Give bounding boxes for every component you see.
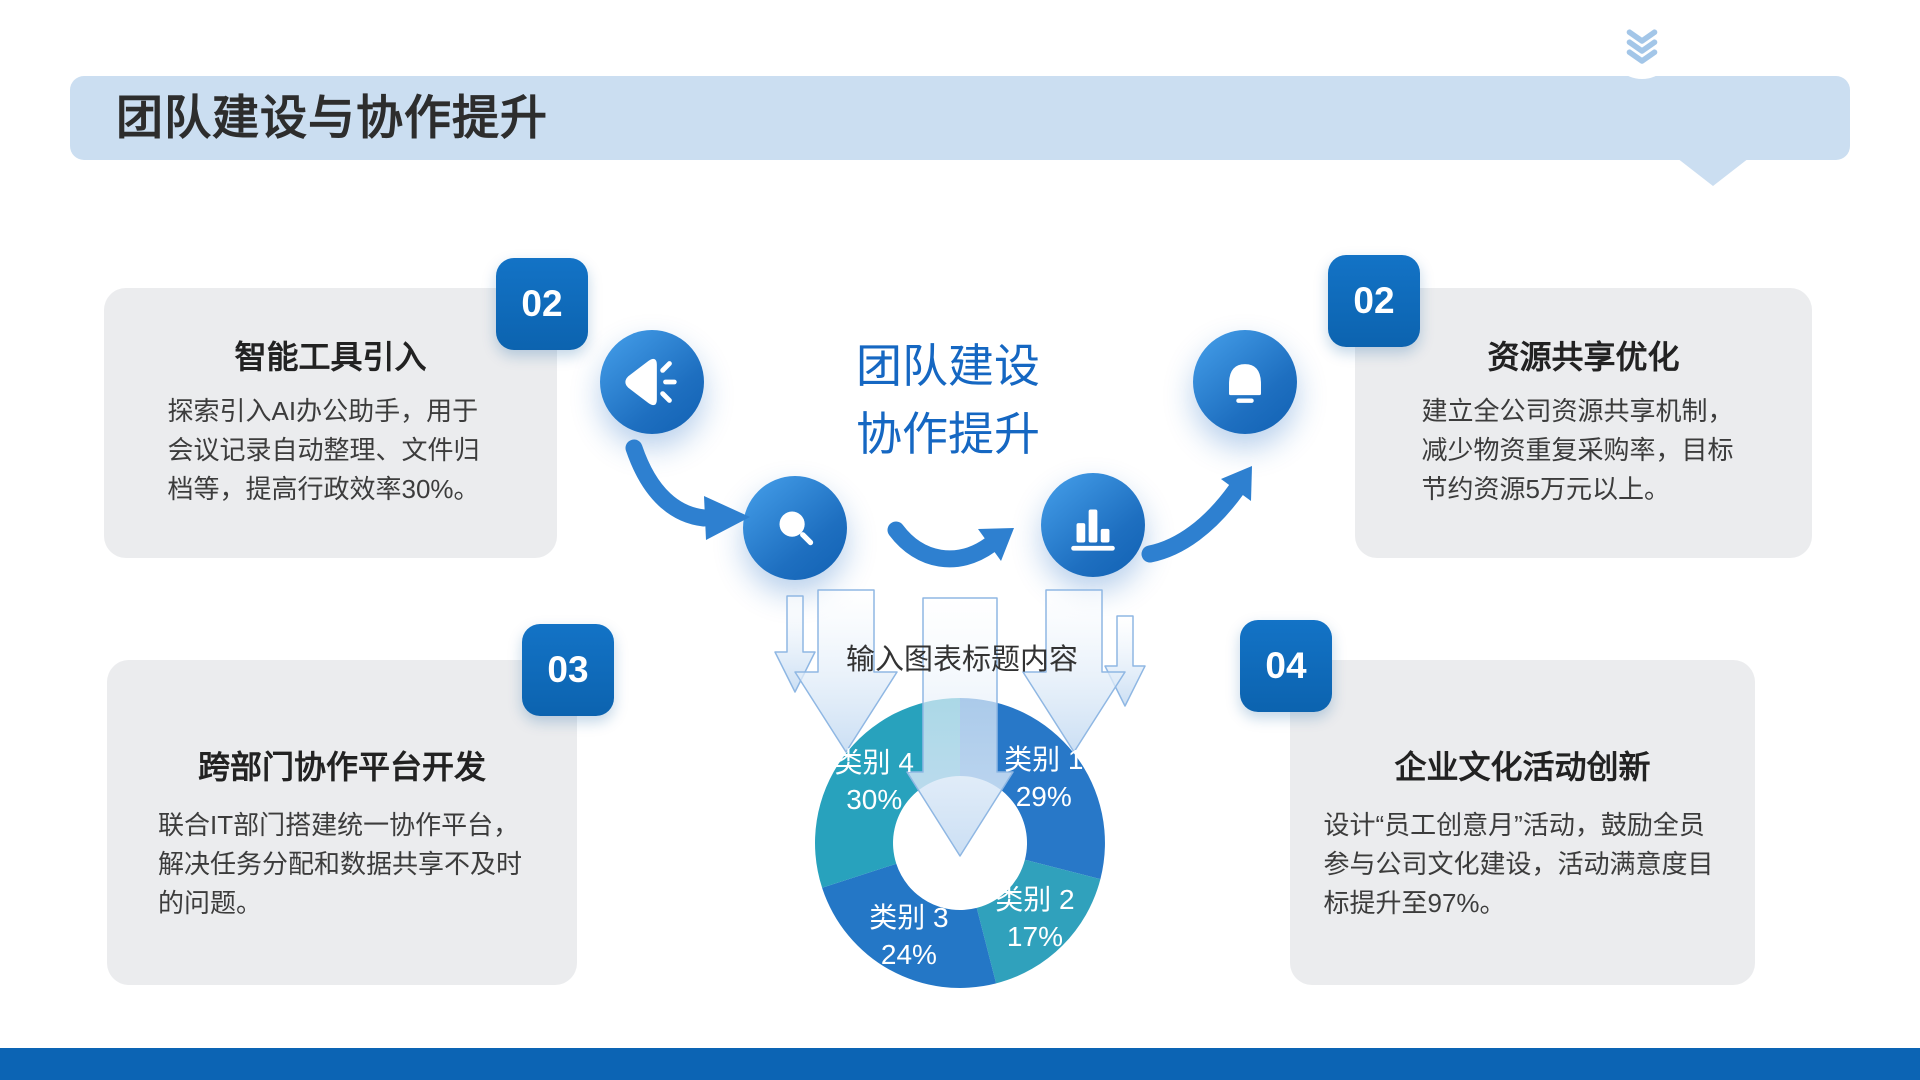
card-title: 智能工具引入 xyxy=(234,339,427,375)
slide-title: 团队建设与协作提升 xyxy=(116,91,548,144)
card-badge: 04 xyxy=(1240,620,1332,712)
process-step-analytics xyxy=(1041,473,1145,577)
card-smart-tools: 02 智能工具引入 探索引入AI办公助手，用于会议记录自动整理、文件归档等，提高… xyxy=(104,258,588,558)
chart-title: 输入图表标题内容 xyxy=(845,644,1078,676)
card-title: 资源共享优化 xyxy=(1487,339,1680,375)
card-badge: 03 xyxy=(522,624,614,716)
search-icon xyxy=(779,511,814,546)
center-headline-line1: 团队建设 xyxy=(856,340,1040,392)
title-bar: 团队建设与协作提升 xyxy=(70,76,1850,160)
ribbon-tail xyxy=(1677,158,1749,186)
card-culture-innovation: 04 企业文化活动创新 设计“员工创意月”活动，鼓励全员参与公司文化建设，活动满… xyxy=(1240,620,1755,985)
flow-arrow-2 xyxy=(887,521,999,568)
bar-chart-icon xyxy=(1071,509,1115,551)
card-badge: 02 xyxy=(496,258,588,350)
card-title: 企业文化活动创新 xyxy=(1394,749,1651,785)
process-step-notify xyxy=(1193,330,1297,434)
pie-slice-1 xyxy=(960,698,1105,880)
card-badge: 02 xyxy=(1328,255,1420,347)
pie-slice-2 xyxy=(976,859,1101,984)
pie-slice-3 xyxy=(822,863,997,988)
process-step-announce xyxy=(600,330,704,434)
center-headline: 团队建设 协作提升 xyxy=(838,332,1058,468)
card-body: 建立全公司资源共享机制，减少物资重复采购率，目标节约资源5万元以上。 xyxy=(1421,396,1734,504)
card-body: 联合IT部门搭建统一协作平台，解决任务分配和数据共享不及时的问题。 xyxy=(158,810,523,918)
flow-arrow-3 xyxy=(1141,481,1245,563)
flow-arrow-1 xyxy=(625,439,713,527)
megaphone-icon xyxy=(625,358,677,406)
card-body: 设计“员工创意月”活动，鼓励全员参与公司文化建设，活动满意度目标提升至97%。 xyxy=(1323,810,1714,918)
card-resource-sharing: 02 资源共享优化 建立全公司资源共享机制，减少物资重复采购率，目标节约资源5万… xyxy=(1328,255,1812,558)
chevrons-down-icon xyxy=(1626,29,1658,64)
bottom-bar xyxy=(0,1048,1920,1080)
bell-icon xyxy=(1229,364,1261,403)
card-cross-dept-platform: 03 跨部门协作平台开发 联合IT部门搭建统一协作平台，解决任务分配和数据共享不… xyxy=(107,624,614,985)
flow-arrow-3-head xyxy=(1221,466,1252,501)
chevrons-down-button[interactable] xyxy=(1609,13,1675,79)
pie-slice-4 xyxy=(815,698,960,888)
flow-arrow-2-head xyxy=(978,528,1014,561)
center-headline-line2: 协作提升 xyxy=(856,408,1040,460)
card-body: 探索引入AI办公助手，用于会议记录自动整理、文件归档等，提高行政效率30%。 xyxy=(167,396,480,504)
card-title: 跨部门协作平台开发 xyxy=(197,749,486,785)
process-step-research xyxy=(743,476,847,580)
